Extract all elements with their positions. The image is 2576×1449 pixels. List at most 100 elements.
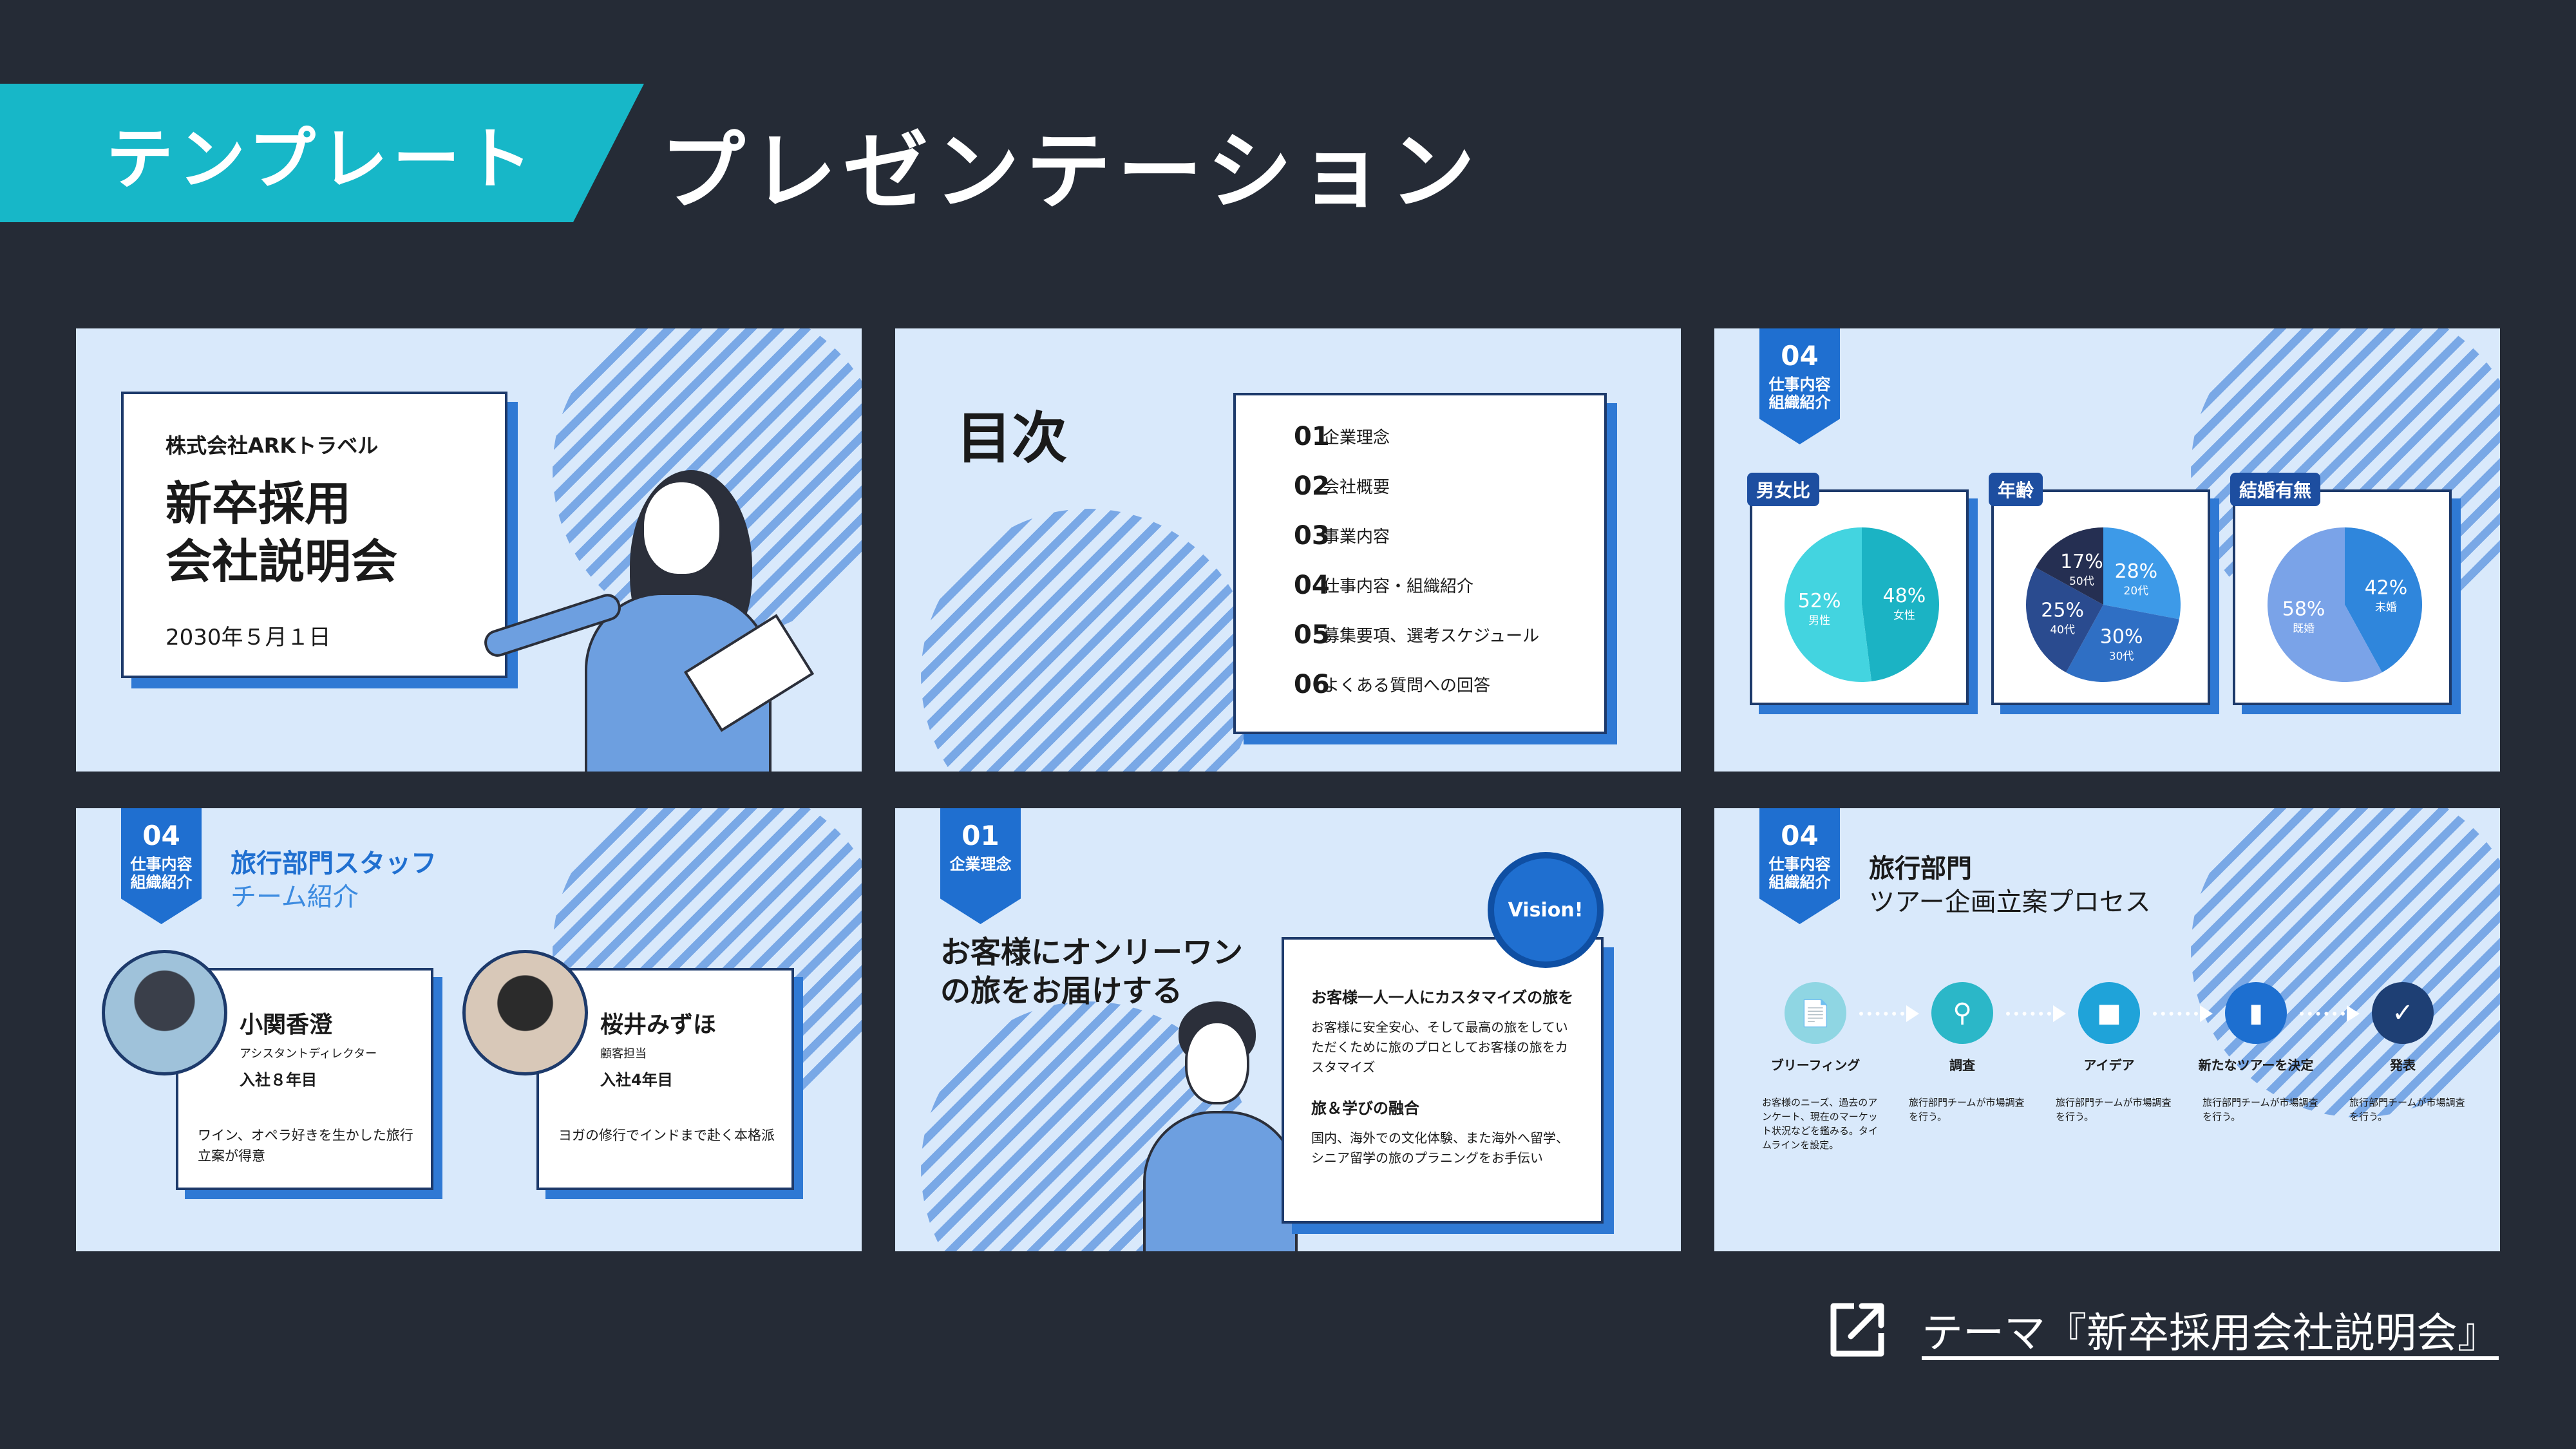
gender-chart-card: 男女比 48% 女性 52% 男性 [1747,473,1969,705]
pie-slice [2066,605,2179,682]
pie-percent-label: 28% [2115,560,2158,583]
template-tag: テンプレート [0,84,644,222]
vision-heading: お客様にオンリーワン の旅をお届けする [940,935,1243,1009]
marital-pie-chart: 42%未婚 58% 既婚 [2268,527,2422,682]
section-badge: 04 仕事内容 組織紹介 [1759,808,1840,924]
chart-tag: 男女比 [1747,473,1820,506]
section-badge: 04 仕事内容 組織紹介 [121,808,202,924]
staff-years: 入社4年目 [600,1071,673,1089]
step-connector [2153,1012,2198,1016]
staff-photo-avatar [462,950,588,1075]
pie-percent-label: 48% [1883,585,1926,607]
step-connector [2006,1012,2051,1016]
pie-slice [2035,527,2103,605]
process-step: ✓ 発表 旅行部門チームが市場調査を行う。 [2335,982,2470,1124]
pie-slice [2268,527,2382,682]
woman-illustration [1140,1001,1314,1251]
theme-link[interactable]: テーマ『新卒採用会社説明会』 [1822,1294,2499,1365]
staff-role: 顧客担当 [600,1047,647,1061]
pie-slice [2103,527,2181,620]
phone-icon: ▮ [2225,982,2287,1044]
process-step: ▮ 新たなツアーを決定 旅行部門チームが市場調査を行う。 [2188,982,2324,1124]
vision-section-text: 国内、海外での文化体験、また海外へ留学、シニア留学の旅のプラニングをお手伝い [1311,1130,1569,1166]
process-heading: 旅行部門 ツアー企画立案プロセス [1869,854,2151,917]
pie-slice [1862,527,1940,682]
staff-description: ワイン、オペラ好きを生かした旅行立案が得意 [198,1128,413,1164]
pie-category-label: 男性 [1808,614,1830,627]
theme-link-text[interactable]: テーマ『新卒採用会社説明会』 [1922,1310,2499,1358]
process-step: 📄 ブリーフィング お客様のニーズ、過去のアンケート、現在のマーケット状況などを… [1748,982,1883,1152]
step-arrow [2053,1005,2066,1022]
marital-chart-card: 結婚有無 42%未婚 58% 既婚 [2230,473,2452,705]
vision-card: お客様一人一人にカスタマイズの旅を お客様に安全安心、そして最高の旅をしていただ… [1282,937,1604,1224]
step-arrow [2347,1005,2360,1022]
stripe-decoration [2191,808,2500,1117]
staff-card: 小関香澄 アシスタントディレクター 入社８年目 ワイン、オペラ好きを生かした旅行… [176,968,433,1190]
search-icon: ⚲ [1931,982,1993,1044]
vision-section-title: 旅＆学びの融合 [1311,1099,1419,1117]
age-chart-card: 年齢 28% 20代 30%30代 25% 40代 17% 50代 [1989,473,2210,705]
section-badge: 01 企業理念 [940,808,1021,924]
age-pie-chart: 28% 20代 30%30代 25% 40代 17% 50代 [2026,527,2181,682]
staff-name: 小関香澄 [240,1012,333,1038]
book-icon: ■ [2078,982,2140,1044]
title-line-1: 新卒採用 [166,477,352,531]
pie-category-label: 既婚 [2293,622,2315,635]
staff-years: 入社８年目 [240,1071,317,1089]
process-step: ⚲ 調査 旅行部門チームが市場調査を行う。 [1895,982,2030,1124]
check-shield-icon: ✓ [2372,982,2434,1044]
pie-category-label: 女性 [1893,609,1915,622]
presenter-illustration [469,470,855,772]
chart-tag: 年齢 [1989,473,2043,506]
gender-pie-chart: 48% 女性 52% 男性 [1785,527,1940,682]
slide-thumbnail-stats[interactable]: 04 仕事内容 組織紹介 男女比 48% 女性 52% 男性 年齢 28% 20代 30%… [1714,328,2500,772]
slide-thumbnail-title[interactable]: 株式会社ARKトラベル 新卒採用 会社説明会 2030年５月１日 [76,328,862,772]
pie-category-label: 30代 [2109,650,2134,663]
pie-category-label: 40代 [2050,623,2075,636]
section-badge: 04 仕事内容 組織紹介 [1759,328,1840,444]
vision-badge: Vision! [1488,852,1604,968]
stripe-decoration [921,509,1256,772]
pie-percent-label: 25% [2041,599,2084,621]
pie-category-label: 未婚 [2375,601,2397,614]
slide-thumbnail-staff[interactable]: 04 仕事内容 組織紹介 旅行部門スタッフ チーム紹介 小関香澄 アシスタントデ… [76,808,862,1251]
step-arrow [1906,1005,1919,1022]
process-step: ■ アイデア 旅行部門チームが市場調査を行う。 [2041,982,2177,1124]
pie-percent-label: 17% [2060,551,2103,573]
pie-category-label: 50代 [2069,575,2094,588]
vision-section-text: お客様に安全安心、そして最高の旅をしていただくために旅のプロとしてお客様の旅をカ… [1311,1019,1568,1075]
pie-percent-label: 58% [2282,598,2325,620]
step-connector [1859,1012,1904,1016]
pie-slice [2026,567,2103,673]
staff-heading: 旅行部門スタッフ チーム紹介 [231,849,437,912]
pie-category-label: 20代 [2124,585,2149,598]
pie-slice [1785,527,1872,682]
document-icon: 📄 [1785,982,1846,1044]
title-line-2: 会社説明会 [166,535,398,589]
staff-description: ヨガの修行でインドまで赴く本格派 [558,1128,775,1143]
external-link-icon [1830,1303,1884,1357]
page-title: プレゼンテーション [660,122,1482,222]
company-name: 株式会社ARKトラベル [166,433,379,458]
pie-percent-label: 52% [1798,590,1841,612]
pie-percent-label: 30% [2100,626,2143,649]
template-tag-label: テンプレート [106,120,537,198]
staff-role: アシスタントディレクター [240,1047,377,1061]
toc-title: 目次 [956,406,1067,471]
staff-name: 桜井みずほ [600,1012,717,1038]
slide-thumbnail-vision[interactable]: 01 企業理念 お客様にオンリーワン の旅をお届けする お客様一人一人にカスタマ… [895,808,1681,1251]
chart-tag: 結婚有無 [2230,473,2321,506]
title-card: 株式会社ARKトラベル 新卒採用 会社説明会 2030年５月１日 [121,392,507,678]
slide-thumbnail-process[interactable]: 04 仕事内容 組織紹介 旅行部門 ツアー企画立案プロセス 📄 ブリーフィング … [1714,808,2500,1251]
staff-photo-avatar [102,950,227,1075]
vision-section-title: お客様一人一人にカスタマイズの旅を [1311,989,1574,1007]
pie-percent-label: 42% [2365,577,2408,600]
event-date: 2030年５月１日 [166,625,331,650]
step-connector [2300,1012,2345,1016]
